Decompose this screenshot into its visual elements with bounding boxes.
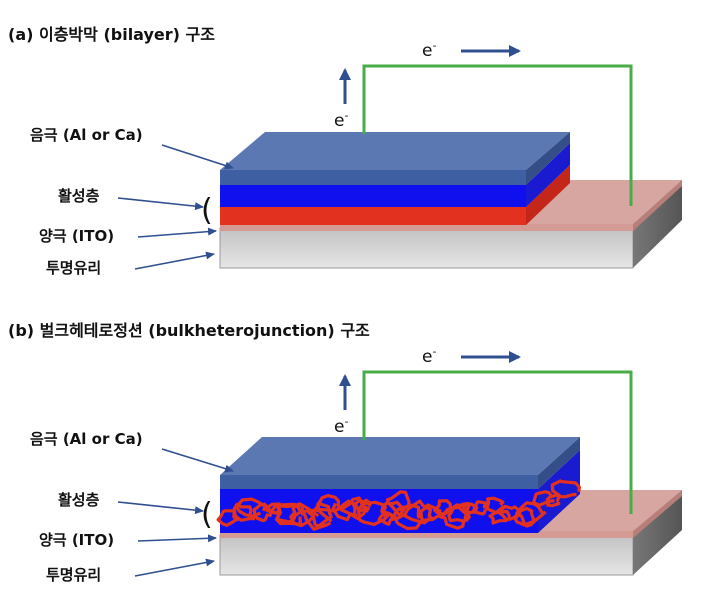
panel-b-title: (b) 벌크헤테로정션 (bulkheterojunction) 구조: [8, 321, 370, 340]
acceptor-strand: [497, 504, 522, 522]
panel-a-glass-pointer: [134, 251, 215, 270]
panel-a-ito-front: [220, 224, 633, 231]
panel-b-anode-pointer: [137, 534, 217, 543]
panel-b-cathode-front: [220, 475, 538, 489]
panel-b-active-label: 활성층: [58, 491, 100, 509]
panel-b: (b) 벌크헤테로정션 (bulkheterojunction) 구조 e-: [8, 321, 682, 584]
panel-b-cathode-pointer: [161, 448, 234, 473]
acceptor-strand: [447, 503, 471, 523]
panel-b-anode-label: 양극 (ITO): [39, 531, 114, 549]
panel-b-active-bracket: (: [201, 497, 213, 532]
panel-b-wire: [362, 370, 633, 514]
panel-a-glass-side: [633, 180, 682, 268]
panel-b-cathode-label: 음극 (Al or Ca): [30, 430, 143, 448]
acceptor-strand: [301, 508, 333, 531]
acceptor-strand: [488, 509, 511, 525]
acceptor-strand: [392, 503, 423, 531]
panel-a-anode-pointer: [137, 227, 217, 238]
acceptor-strand: [550, 479, 581, 499]
panel-b-glass-pointer: [134, 558, 215, 577]
panel-a-active-bracket: (: [201, 193, 213, 228]
panel-a-red-layer-front: [220, 207, 526, 225]
panel-a-device: [219, 64, 682, 269]
acceptor-strand: [461, 502, 479, 515]
panel-b-electron-right: e-: [422, 345, 436, 367]
panel-a-electron-right: e-: [422, 39, 436, 61]
panel-b-blend-layer-side: [538, 450, 580, 533]
acceptor-strand: [232, 502, 256, 522]
panel-a-cathode-pointer: [161, 144, 234, 170]
panel-a-blue-layer-side: [526, 143, 570, 207]
acceptor-strand: [332, 499, 358, 522]
panel-b-cathode-side: [538, 437, 580, 489]
panel-a-cathode-side: [526, 132, 570, 185]
acceptor-strand: [439, 505, 471, 530]
panel-a-wire: [362, 64, 633, 206]
panel-a-title: (a) 이층박막 (bilayer) 구조: [8, 25, 215, 44]
panel-a-glass-front: [219, 227, 634, 269]
panel-b-acceptor-network: [216, 479, 581, 531]
acceptor-strand: [386, 490, 411, 517]
panel-a-cathode-front: [220, 170, 526, 185]
panel-a-cathode-label: 음극 (Al or Ca): [30, 126, 143, 144]
panel-b-ito-side: [633, 490, 682, 538]
acceptor-strand: [252, 502, 273, 523]
panel-a-active-label: 활성층: [58, 187, 100, 205]
panel-a-active-pointer: [117, 197, 204, 211]
panel-b-glass-side: [633, 490, 682, 575]
panel-a-glass-label: 투명유리: [46, 259, 101, 277]
panel-b-glass-label: 투명유리: [46, 566, 101, 584]
panel-b-electron-up: e-: [334, 415, 348, 437]
panel-b-glass-front: [219, 534, 634, 576]
panel-a-blue-layer-front: [220, 185, 526, 207]
panel-a: (a) 이층박막 (bilayer) 구조 e- e-: [8, 25, 682, 277]
panel-b-cathode-top: [220, 437, 580, 475]
acceptor-strand: [531, 490, 555, 507]
acceptor-strand: [354, 498, 372, 513]
panel-b-device: [216, 370, 682, 576]
panel-a-electron-up: e-: [334, 109, 348, 131]
panel-a-anode-label: 양극 (ITO): [39, 227, 114, 245]
panel-a-ito-side: [633, 180, 682, 231]
panel-a-cathode-top: [220, 132, 570, 170]
acceptor-strand: [471, 500, 489, 516]
panel-a-red-layer-side: [526, 165, 570, 225]
acceptor-strand: [316, 494, 341, 513]
panel-b-active-pointer: [117, 501, 204, 515]
